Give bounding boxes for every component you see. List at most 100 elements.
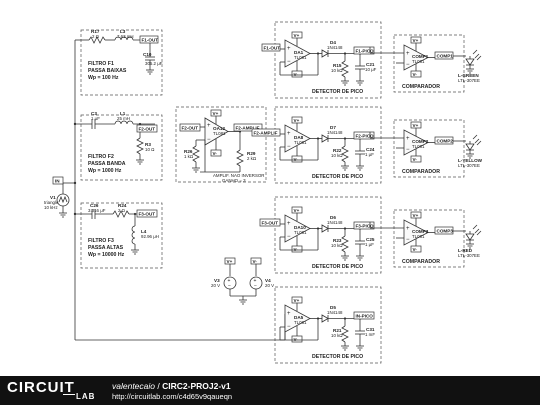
f3-title: FILTRO F3 <box>88 238 114 244</box>
amp-r2-val: 2 kΩ <box>247 156 257 161</box>
svg-text:COMP1: COMP1 <box>437 54 454 59</box>
f1-c-name: C10 <box>143 52 152 57</box>
svg-text:F2-AMPLIF: F2-AMPLIF <box>236 126 260 131</box>
svg-text:V-: V- <box>294 247 299 252</box>
svg-text:+: + <box>254 278 257 284</box>
svg-text:−: − <box>254 284 257 290</box>
source-freq: 10 kHz <box>44 205 58 210</box>
detector-4-opamp-model: TL081 <box>294 320 307 325</box>
detector-4-c-name: C31 <box>366 327 375 332</box>
comparator-2-out-tag: COMP2 <box>434 136 454 145</box>
amp-vneg-tag: V- <box>210 149 222 157</box>
f2-r-name: R3 <box>145 142 151 147</box>
f3-out-tag: F3-OUT <box>136 209 158 218</box>
svg-text:V+: V+ <box>294 208 300 213</box>
amp-opamp-model: TL081 <box>213 131 226 136</box>
led-3-color: L-RED <box>458 248 473 253</box>
led-2-model: LTL-307EE <box>458 163 480 168</box>
svg-text:−: − <box>406 62 410 68</box>
v3-vpos-tag: V+ <box>224 257 236 265</box>
detector-1-caption: DETECTOR DE PICO <box>312 89 363 95</box>
in-node-tag: IN <box>52 176 64 185</box>
f1-out-tag: F1-OUT <box>139 35 159 44</box>
led-1-color: L-GREEN <box>458 73 479 78</box>
detector-3-opamp-model: TL081 <box>294 230 307 235</box>
led-3-model: LTL-307EE <box>458 253 480 258</box>
svg-text:F1-PICO: F1-PICO <box>356 49 375 54</box>
amp-in-tag: F2-OUT <box>179 123 201 132</box>
f1-subtitle: PASSA BAIXAS <box>88 68 127 74</box>
f1-wp: Wp = 100 Hz <box>88 75 119 81</box>
comparator-1-model: TL081 <box>412 59 425 64</box>
comparator-1-caption: COMPARADOR <box>402 84 440 90</box>
f2-l-val: 25 mH <box>117 116 130 121</box>
svg-text:COMP3: COMP3 <box>437 229 454 234</box>
comparator-3-vneg-tag: V- <box>410 245 422 253</box>
v4-val: 20 V <box>265 283 274 288</box>
detector-4-vpos-tag: V+ <box>291 296 303 304</box>
svg-text:−: − <box>287 144 291 150</box>
svg-text:V+: V+ <box>213 111 219 116</box>
f1-l-name: L3 <box>120 29 126 34</box>
detector-2-vneg-tag: V- <box>291 155 303 163</box>
detector-4-r-val: 10 kΩ <box>331 333 343 338</box>
comparator-2: +−COMP2TL081V+V-COMP2L-YELLOWLTL-307EECO… <box>369 119 483 178</box>
circuitlab-logo[interactable]: CIRCUIT <box>7 379 75 396</box>
svg-text:V-: V- <box>413 72 418 77</box>
svg-text:F3-OUT: F3-OUT <box>262 221 279 226</box>
detector-1-c-name: C21 <box>366 62 375 67</box>
detector-1-c-val: 10 μF <box>365 67 377 72</box>
detector-3-diode-name: D6 <box>330 215 336 220</box>
svg-text:F2-OUT: F2-OUT <box>139 127 156 132</box>
comparator-1: +−COMP1TL081V+V-COMP1L-GREENLTL-307EECOM… <box>369 34 482 93</box>
f3-c-val: 3.316 μF <box>88 208 106 213</box>
detector-3-caption: DETECTOR DE PICO <box>312 264 363 270</box>
detector-2-opamp-model: TL081 <box>294 140 307 145</box>
svg-text:V+: V+ <box>294 33 300 38</box>
detector-4-out-tag: IN-PICO <box>353 311 375 320</box>
circuit-url-link[interactable]: http://circuitlab.com/c4d65v9qaueqn <box>112 392 233 401</box>
f3-l-val: 92.96 μH <box>141 234 159 239</box>
svg-text:F3-OUT: F3-OUT <box>139 212 156 217</box>
v4-name: V4 <box>265 278 271 283</box>
svg-text:V+: V+ <box>227 259 233 264</box>
comparator-2-caption: COMPARADOR <box>402 169 440 175</box>
amp-gain-caption: GANHO = 3 <box>222 178 246 183</box>
f3-wp: Wp = 10000 Hz <box>88 252 125 258</box>
detector-2-r-name: R22 <box>333 148 342 153</box>
f2-c-val: 1 μF <box>91 116 100 121</box>
detector-4-caption: DETECTOR DE PICO <box>312 354 363 360</box>
detector-4-opamp-name: DA5 <box>294 315 304 320</box>
f1-r-val: 2 Ω <box>92 34 100 39</box>
author-link[interactable]: valentecaio <box>112 381 156 391</box>
svg-text:IN-PICO: IN-PICO <box>356 314 374 319</box>
detector-2-c-val: 1 μF <box>365 152 374 157</box>
source-name: V1 <box>50 195 56 200</box>
f3-subtitle: PASSA ALTAS <box>88 245 124 251</box>
detector-2-c-name: C24 <box>366 147 375 152</box>
detector-3-vneg-tag: V- <box>291 245 303 253</box>
svg-text:V-: V- <box>294 337 299 342</box>
svg-text:V+: V+ <box>413 38 419 43</box>
comparator-1-out-tag: COMP1 <box>434 51 454 60</box>
svg-text:V-: V- <box>294 157 299 162</box>
comparators: +−COMP1TL081V+V-COMP1L-GREENLTL-307EECOM… <box>369 34 483 268</box>
comparator-2-name: COMP2 <box>412 139 429 144</box>
detector-1-diode-model: 1N4148 <box>327 45 343 50</box>
f1-r-name: R17 <box>91 29 100 34</box>
v3-val: 20 V <box>211 283 220 288</box>
svg-text:+: + <box>287 131 291 137</box>
detector-3-r-val: 10 kΩ <box>331 243 343 248</box>
detector-2-out-tag: F2-PICO <box>353 131 375 140</box>
svg-text:+: + <box>207 123 211 129</box>
comparator-2-vpos-tag: V+ <box>410 121 422 129</box>
comparator-3-out-tag: COMP3 <box>434 226 454 235</box>
detector-1-out-tag: F1-PICO <box>353 46 375 55</box>
detector-1-r-val: 10 kΩ <box>331 68 343 73</box>
byline-separator: / <box>155 381 163 391</box>
svg-text:−: − <box>287 234 291 240</box>
svg-text:F2-OUT: F2-OUT <box>182 126 199 131</box>
